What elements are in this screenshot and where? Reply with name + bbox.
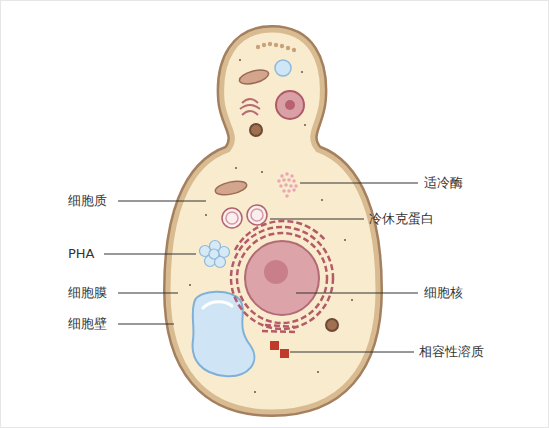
bud-mitochondrion <box>238 67 270 86</box>
cytoplasm-dots <box>189 59 353 393</box>
bud-golgi <box>240 99 260 115</box>
bud-nucleus <box>276 91 304 119</box>
part-label: 细胞膜 <box>68 285 107 301</box>
cell-membrane <box>168 30 378 412</box>
part-label: 相容性溶质 <box>419 344 484 360</box>
cold-enzyme-cluster <box>277 172 298 198</box>
part-label: 细胞壁 <box>68 316 107 332</box>
bud-granule <box>250 124 262 136</box>
cell-wall <box>168 30 378 412</box>
bud-nucleolus <box>285 100 295 110</box>
pha-granules <box>200 241 230 268</box>
part-label: 适冷酶 <box>424 175 463 191</box>
mitochondrion <box>214 179 248 197</box>
cold-shock-proteins <box>222 205 267 228</box>
part-label: 细胞质 <box>68 193 107 209</box>
nucleus <box>245 241 319 315</box>
leader-lines <box>104 183 418 352</box>
part-label: PHA <box>68 246 95 262</box>
part-label: 细胞核 <box>424 285 463 301</box>
endoplasmic-reticulum <box>231 221 333 332</box>
granule <box>326 319 338 331</box>
bud-vacuole <box>275 60 291 76</box>
vacuole-shine <box>203 302 232 308</box>
part-label: 冷休克蛋白 <box>369 211 434 227</box>
compatible-solute <box>280 349 289 358</box>
compatible-solute <box>270 341 279 350</box>
nucleolus <box>264 260 288 284</box>
bud-vesicles <box>256 42 296 52</box>
